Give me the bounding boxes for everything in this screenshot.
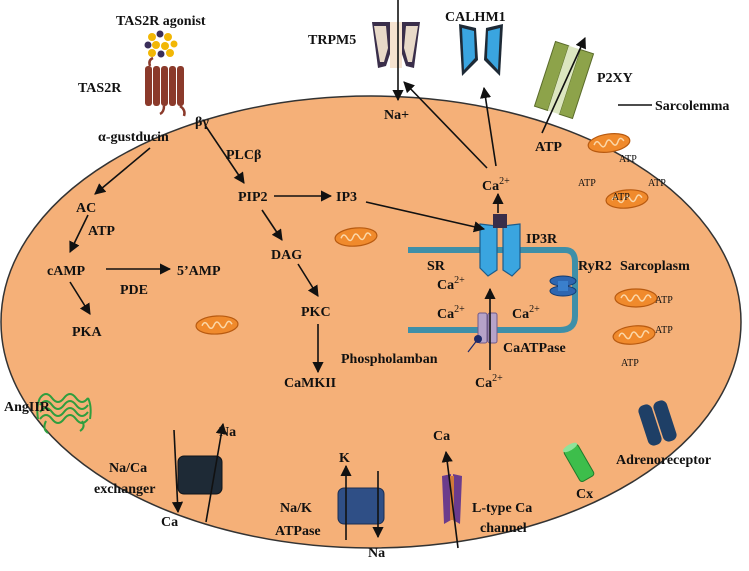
- ltype-ca-label: Ca: [433, 429, 450, 444]
- ltype-label-1: L-type Ca: [472, 501, 532, 516]
- ca2-sr-left-label: Ca2+: [437, 304, 465, 322]
- cx-channel: [562, 442, 595, 482]
- atp-p2xy-label: ATP: [535, 140, 562, 155]
- pathway-arrows: [69, 0, 652, 549]
- ryr2-label: RyR2: [578, 259, 612, 274]
- phospholamban-label: Phospholamban: [341, 352, 438, 367]
- naca-ca-label: Ca: [161, 515, 178, 530]
- plcb-label: PLCβ: [226, 148, 261, 163]
- naca-exchanger-label-2: exchanger: [94, 482, 155, 497]
- sarcoplasm-label: Sarcoplasm: [620, 259, 690, 274]
- atp-label: ATP: [88, 224, 115, 239]
- caatpase-label: CaATPase: [503, 341, 566, 356]
- nak-label-1: Na/K: [280, 501, 312, 516]
- tas2r-agonist-molecules: [144, 30, 178, 58]
- tas2r-agonist-label: TAS2R agonist: [116, 14, 206, 29]
- alpha-gustducin-label: α-gustducin: [98, 130, 169, 145]
- camkii-label: CaMKII: [284, 376, 336, 391]
- trpm5-channel: [372, 22, 420, 68]
- ca2-bottom-label: Ca2+: [475, 373, 503, 391]
- mito-atp-label: ATP: [612, 192, 630, 203]
- ryr2-channel: [549, 275, 577, 297]
- na-plus-label: Na+: [384, 108, 409, 123]
- nak-k-label: K: [339, 451, 350, 466]
- ltype-label-2: channel: [480, 521, 527, 536]
- mito-atp-label: ATP: [648, 178, 666, 189]
- ip3r-label: IP3R: [526, 232, 558, 247]
- ac-label: AC: [76, 201, 96, 216]
- mito-atp-label: ATP: [655, 295, 673, 306]
- sr-label: SR: [427, 259, 446, 274]
- sarcolemma-label: Sarcolemma: [655, 99, 729, 114]
- p2xy-channel: [533, 40, 595, 120]
- tas2r-receptor: [145, 56, 186, 117]
- adrenoreceptor: [638, 400, 677, 446]
- mito-atp-label: ATP: [655, 325, 673, 336]
- naca-exchanger-label-1: Na/Ca: [109, 461, 147, 476]
- pde-label: PDE: [120, 283, 148, 298]
- naca-exchanger: [177, 455, 223, 495]
- adrenoreceptor-label: Adrenoreceptor: [616, 453, 711, 468]
- cell-membrane: [0, 95, 742, 549]
- mito-atp-label: ATP: [578, 178, 596, 189]
- pip2-label: PIP2: [238, 190, 268, 205]
- mitochondrion: [614, 288, 658, 308]
- pkc-label: PKC: [301, 305, 331, 320]
- angiir-label: AngIIR: [4, 400, 51, 415]
- angiir-receptor: [36, 393, 92, 434]
- five-amp-label: 5’AMP: [177, 264, 221, 279]
- cx-label: Cx: [576, 487, 593, 502]
- ca2-sr-label: Ca2+: [437, 275, 465, 293]
- ip3r-channel: [479, 214, 521, 277]
- nak-label-2: ATPase: [275, 524, 321, 539]
- naca-na-label: Na: [219, 425, 236, 440]
- ip3-label: IP3: [336, 190, 357, 205]
- dag-label: DAG: [271, 248, 302, 263]
- ca2-cytosol-label: Ca2+: [482, 176, 510, 194]
- calhm1-label: CALHM1: [445, 10, 506, 25]
- beta-gamma-label: βγ: [195, 115, 209, 130]
- ca2-sr-right-label: Ca2+: [512, 304, 540, 322]
- nak-atpase: [337, 487, 385, 525]
- mitochondrion: [586, 130, 632, 156]
- mito-atp-label: ATP: [619, 154, 637, 165]
- camp-label: cAMP: [47, 264, 86, 279]
- mito-atp-label: ATP: [621, 358, 639, 369]
- calhm1-channel: [459, 24, 503, 76]
- tas2r-label: TAS2R: [78, 81, 122, 96]
- nak-na-label: Na: [368, 546, 385, 561]
- p2xy-label: P2XY: [597, 71, 633, 86]
- trpm5-label: TRPM5: [308, 33, 356, 48]
- pka-label: PKA: [72, 325, 102, 340]
